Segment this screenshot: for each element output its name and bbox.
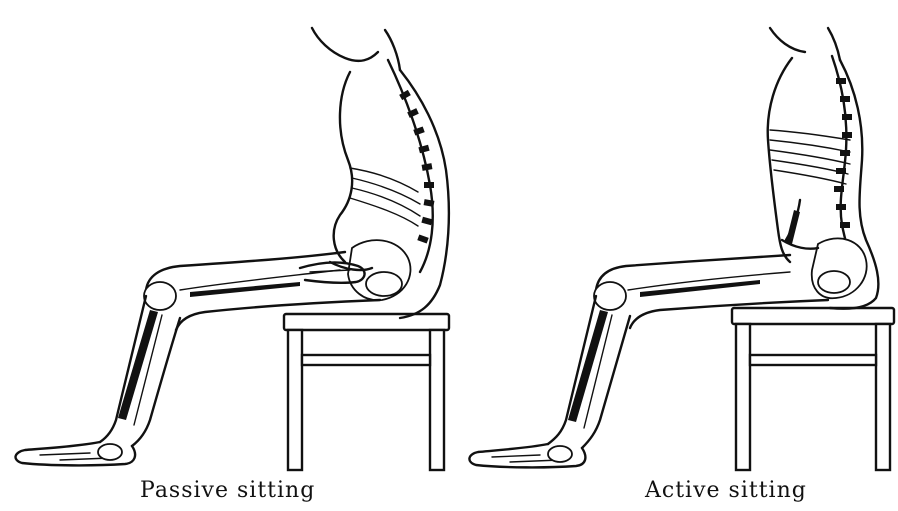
passive-spine (388, 60, 434, 272)
active-chair (732, 308, 894, 470)
active-body-outline (768, 28, 879, 309)
active-sitting-illustration (450, 0, 898, 511)
passive-body-outline (312, 28, 449, 318)
active-pelvis (782, 238, 867, 298)
passive-sitting-caption: Passive sitting (140, 478, 315, 503)
passive-sitting-illustration (0, 0, 460, 511)
passive-sitting-figure (0, 0, 460, 511)
passive-chair (284, 314, 449, 470)
active-sitting-figure (450, 0, 898, 511)
active-sitting-caption: Active sitting (645, 478, 807, 503)
